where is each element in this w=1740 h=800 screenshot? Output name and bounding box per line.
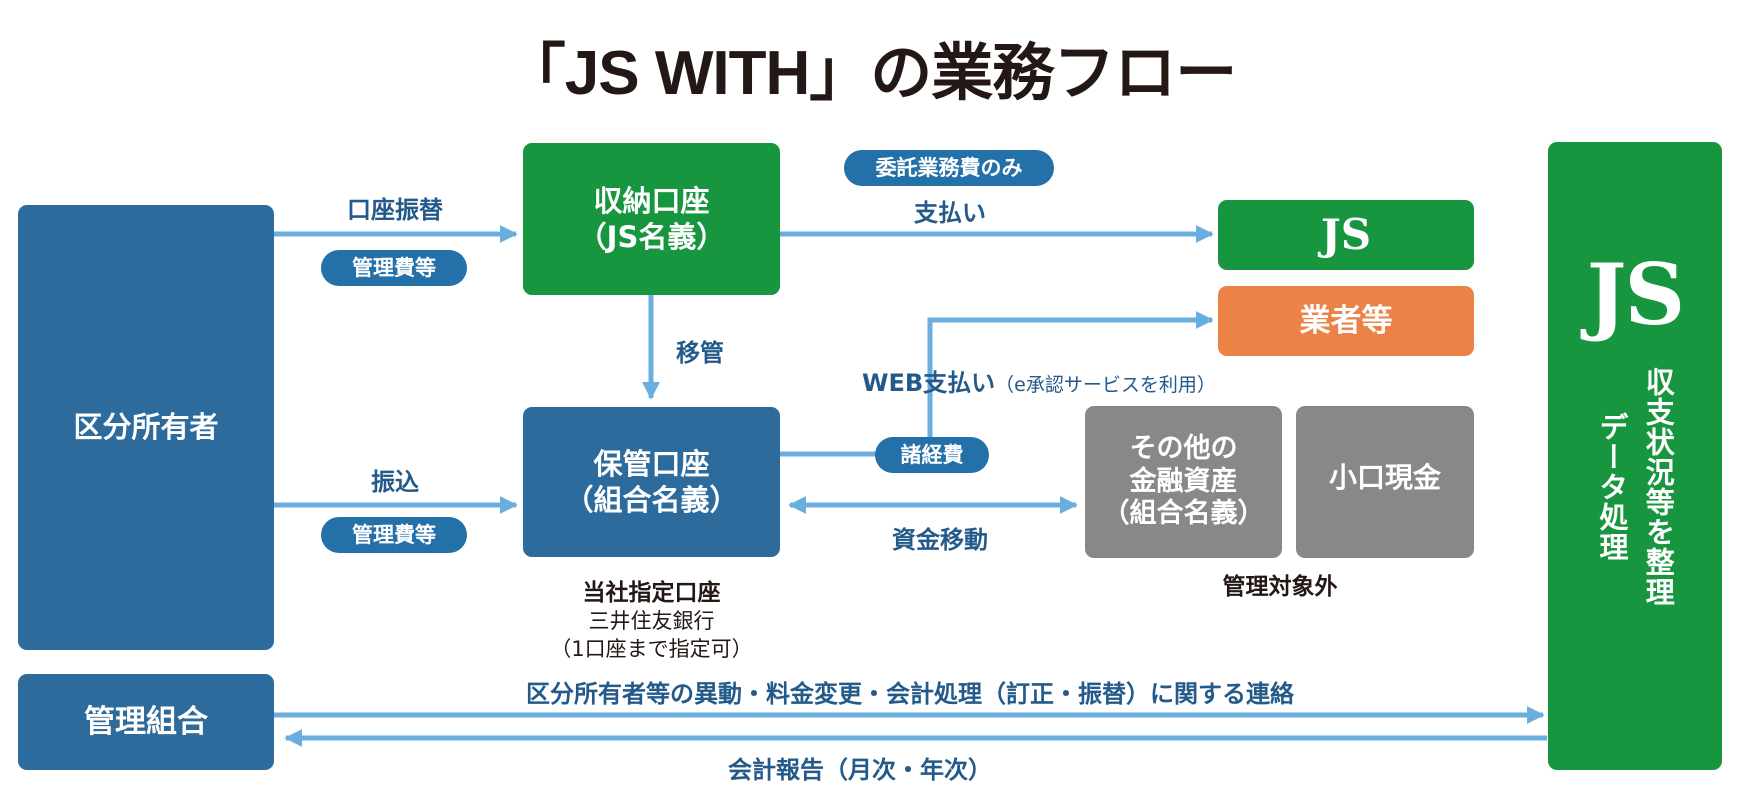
transfer-pill: 管理費等	[321, 250, 467, 286]
out-of-scope-label: 管理対象外	[1222, 574, 1338, 600]
vendors-label: 業者等	[1299, 302, 1393, 339]
custody-account-holder: （組合名義）	[564, 483, 739, 517]
move-label: 移管	[676, 339, 724, 367]
owners-label: 区分所有者	[73, 410, 219, 445]
petty-cash-label: 小口現金	[1328, 461, 1441, 494]
other-assets-box: その他の 金融資産 （組合名義）	[1085, 406, 1282, 558]
other-assets-line1: その他の	[1129, 433, 1238, 465]
fund-move-label: 資金移動	[892, 526, 988, 554]
js-logo: JS	[1320, 209, 1372, 259]
designated-account-title: 当社指定口座	[582, 580, 721, 606]
collection-account-box: 収納口座 （JS名義）	[523, 143, 780, 295]
web-pay-label: WEB支払い（e承認サービスを利用）	[862, 363, 1216, 398]
pay-label: 支払い	[914, 199, 986, 227]
js-box: JS	[1218, 200, 1474, 270]
collection-account-title: 収納口座	[593, 183, 710, 218]
vendors-box: 業者等	[1218, 286, 1474, 356]
contact-label: 区分所有者等の異動・料金変更・会計処理（訂正・振替）に関する連絡	[526, 680, 1294, 708]
web-pay-note: （e承認サービスを利用）	[995, 374, 1216, 396]
transfer-label: 口座振替	[347, 196, 443, 224]
arrow-expenses-to-vendors	[780, 311, 1214, 457]
association-box: 管理組合	[18, 674, 274, 770]
js-panel-data-processing-text: データ処理	[1595, 412, 1629, 562]
custody-account-title: 保管口座	[593, 446, 710, 481]
collection-account-holder: （JS名義）	[577, 220, 726, 254]
petty-cash-box: 小口現金	[1296, 406, 1474, 558]
other-assets-line3: （組合名義）	[1102, 498, 1265, 530]
association-label: 管理組合	[84, 703, 208, 740]
js-data-panel: JS 収支状況等を整理 データ処理	[1548, 142, 1722, 770]
report-label: 会計報告（月次・年次）	[728, 756, 992, 784]
page-title: 「JS WITH」の業務フロー	[503, 39, 1237, 108]
expenses-pill: 諸経費	[875, 437, 989, 473]
deposit-label: 振込	[371, 468, 419, 496]
web-pay-main: WEB支払い	[862, 369, 996, 397]
owners-box: 区分所有者	[18, 205, 274, 650]
designated-limit: （1口座まで指定可）	[550, 637, 753, 661]
custody-account-box: 保管口座 （組合名義）	[523, 407, 780, 557]
other-assets-line2: 金融資産	[1129, 465, 1238, 497]
pay-scope-pill: 委託業務費のみ	[844, 150, 1054, 186]
js-panel-organize-text: 収支状況等を整理	[1641, 367, 1676, 607]
designated-bank: 三井住友銀行	[588, 609, 715, 633]
deposit-pill: 管理費等	[321, 517, 467, 553]
js-panel-logo: JS	[1586, 245, 1685, 344]
